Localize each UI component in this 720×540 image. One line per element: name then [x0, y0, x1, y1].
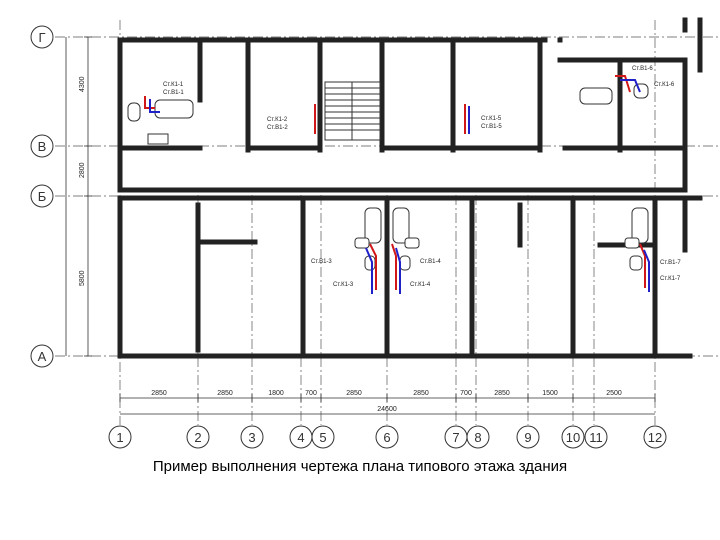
- riser-tag: Ст.К1-5: [481, 116, 502, 122]
- column-axis-label: 9: [524, 430, 531, 445]
- column-axis-label: 7: [452, 430, 459, 445]
- riser-tag: Ст.К1-7: [660, 276, 681, 282]
- vdim-text: 4300: [79, 76, 86, 92]
- column-axis-label: 3: [248, 430, 255, 445]
- hdim-text: 2850: [346, 390, 362, 397]
- staircase: [324, 81, 381, 141]
- riser-tag: Ст.К1-4: [410, 282, 431, 288]
- riser-tag: Ст.К1-1: [163, 82, 184, 88]
- column-axis-label: 11: [589, 430, 603, 445]
- hdim-text: 2850: [413, 390, 429, 397]
- riser-tag: Ст.В1-6: [632, 66, 653, 72]
- row-axis-label: Г: [38, 30, 45, 45]
- row-axis-label: В: [38, 139, 47, 154]
- vdim-text: 5800: [79, 270, 86, 286]
- vdim-text: 2800: [79, 162, 86, 178]
- floor-plan-drawing: 4300 2800 5800 Г В Б А: [30, 17, 720, 449]
- hdim-text: 2850: [217, 390, 233, 397]
- sanitary-fixtures: [127, 83, 649, 271]
- riser-tag: Ст.К1-6: [654, 82, 675, 88]
- hdim-text: 2850: [151, 390, 167, 397]
- hdim-text: 2850: [494, 390, 510, 397]
- column-axis-label: 12: [648, 430, 662, 445]
- row-axis-label: А: [38, 349, 47, 364]
- hdim-text: 1800: [268, 390, 284, 397]
- riser-tag: Ст.В1-3: [311, 259, 332, 265]
- total-dim-text: 24600: [377, 406, 397, 413]
- column-axis-label: 8: [474, 430, 481, 445]
- column-axis-label: 2: [194, 430, 201, 445]
- walls: [117, 17, 703, 359]
- column-axis-label: 5: [319, 430, 326, 445]
- row-axis-label: Б: [38, 189, 47, 204]
- riser-tag: Ст.В1-2: [267, 125, 288, 131]
- column-axis-label: 6: [383, 430, 390, 445]
- horizontal-dimension-chain: 2850 2850 1800 700 2850 2850 700 2850 15…: [119, 390, 656, 415]
- column-axis-label: 1: [116, 430, 123, 445]
- riser-tag: Ст.К1-3: [333, 282, 354, 288]
- riser-tag: Ст.В1-4: [420, 259, 441, 265]
- column-axis-markers: 1 2 3 4 5 6 7 8 9 10 11 12: [108, 425, 667, 449]
- riser-tag: Ст.В1-7: [660, 260, 681, 266]
- column-axis-label: 4: [297, 430, 304, 445]
- hdim-text: 2500: [606, 390, 622, 397]
- hdim-text: 1500: [542, 390, 558, 397]
- hdim-text: 700: [460, 390, 472, 397]
- caption: Пример выполнения чертежа плана типового…: [152, 458, 568, 475]
- row-axis-markers: Г В Б А: [30, 25, 54, 368]
- riser-tags: Ст.К1-1 Ст.В1-1 Ст.К1-2 Ст.В1-2 Ст.К1-5 …: [163, 66, 681, 288]
- riser-tag: Ст.К1-2: [267, 117, 288, 123]
- riser-tag: Ст.В1-5: [481, 124, 502, 130]
- column-axis-label: 10: [566, 430, 580, 445]
- risers: [144, 75, 650, 294]
- vertical-dimension-chain: 4300 2800 5800: [65, 36, 92, 357]
- hdim-text: 700: [305, 390, 317, 397]
- riser-tag: Ст.В1-1: [163, 90, 184, 96]
